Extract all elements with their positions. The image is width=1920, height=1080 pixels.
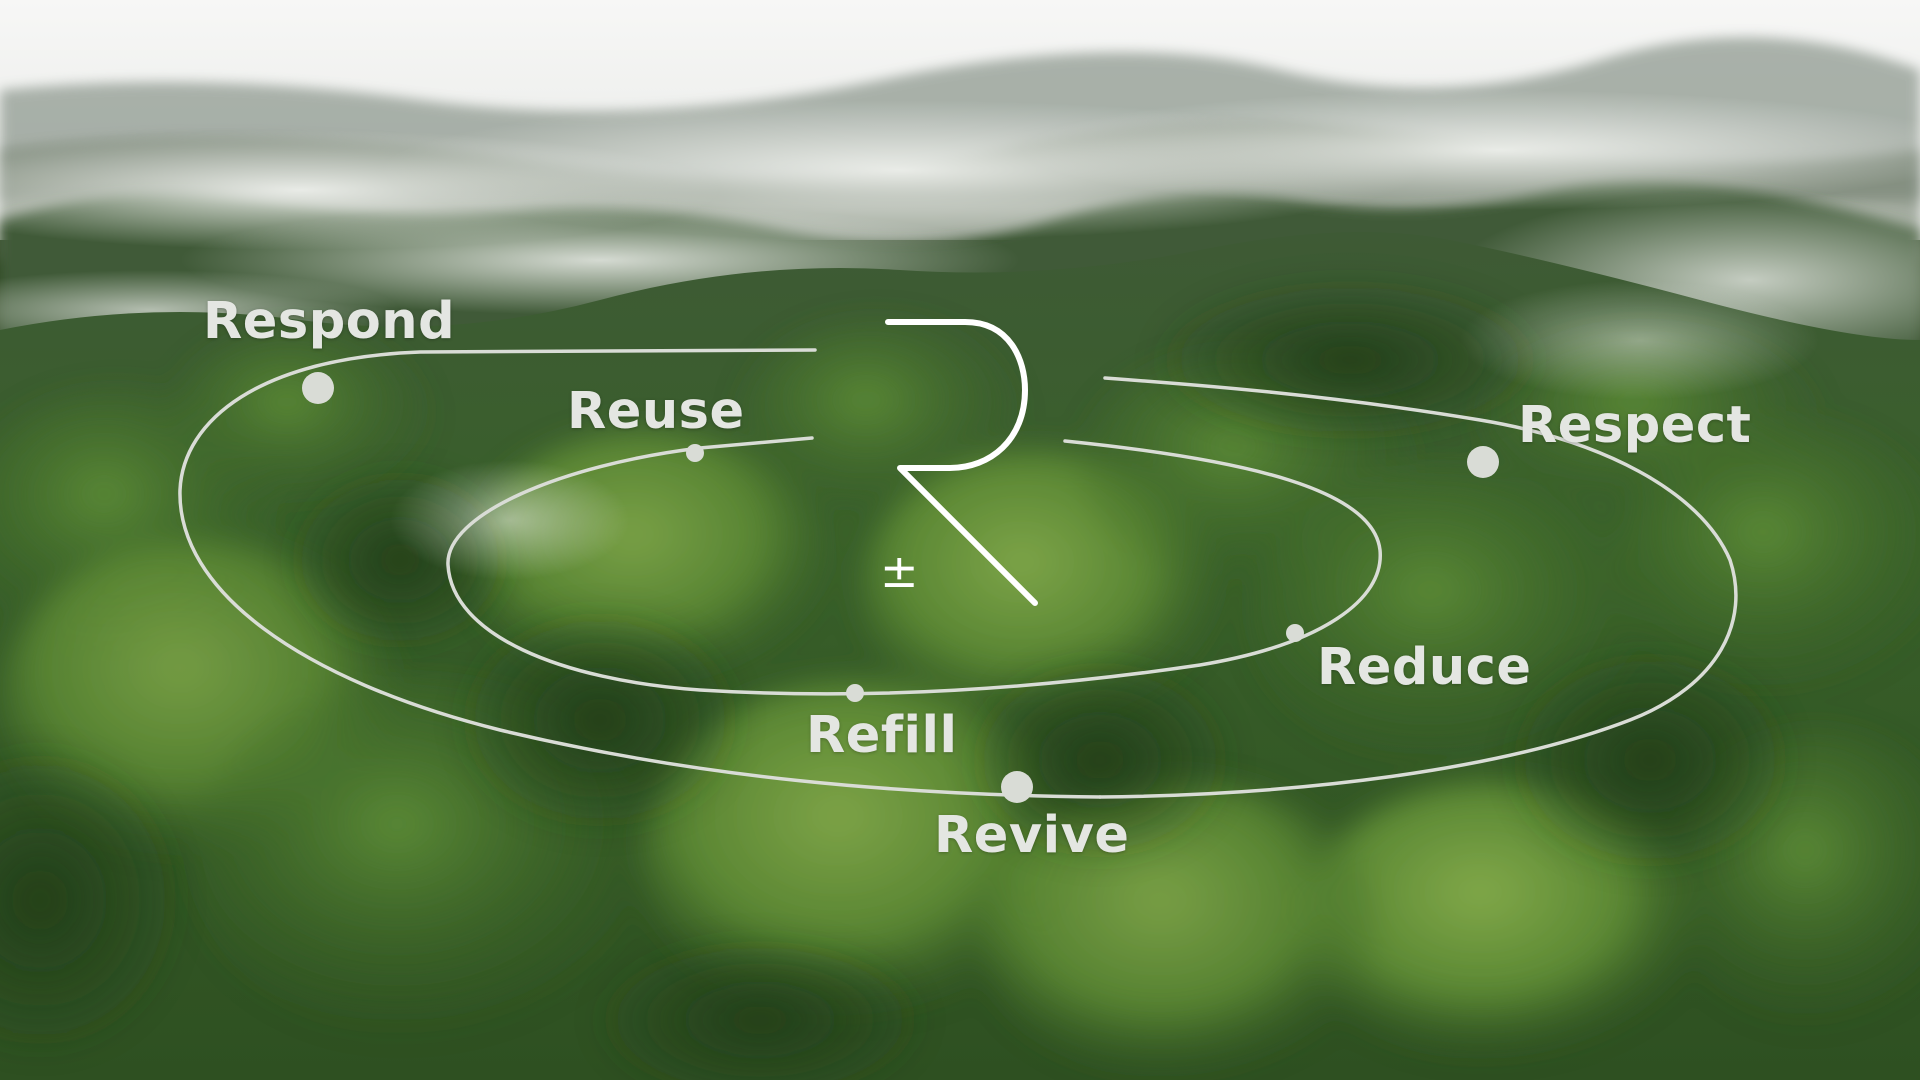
refill-label: Refill bbox=[806, 706, 958, 765]
revive-label: Revive bbox=[934, 806, 1130, 865]
inner-orbit bbox=[446, 436, 1382, 696]
outer-orbit-left bbox=[178, 348, 1102, 799]
plus-minus-symbol: ± bbox=[880, 544, 919, 598]
revive-node bbox=[1001, 771, 1033, 803]
respond-label: Respond bbox=[203, 292, 456, 351]
reduce-node bbox=[1286, 624, 1304, 642]
reuse-label: Reuse bbox=[567, 382, 745, 441]
orbit-nodes bbox=[302, 372, 1499, 803]
refill-node bbox=[846, 684, 864, 702]
reuse-node bbox=[686, 444, 704, 462]
orbit-lines bbox=[178, 348, 1738, 799]
respect-node bbox=[1467, 446, 1499, 478]
respond-node bbox=[302, 372, 334, 404]
outer-orbit-right bbox=[1098, 376, 1738, 799]
respect-label: Respect bbox=[1518, 396, 1752, 455]
reduce-label: Reduce bbox=[1317, 638, 1532, 697]
r-logo-mark bbox=[885, 319, 1038, 606]
